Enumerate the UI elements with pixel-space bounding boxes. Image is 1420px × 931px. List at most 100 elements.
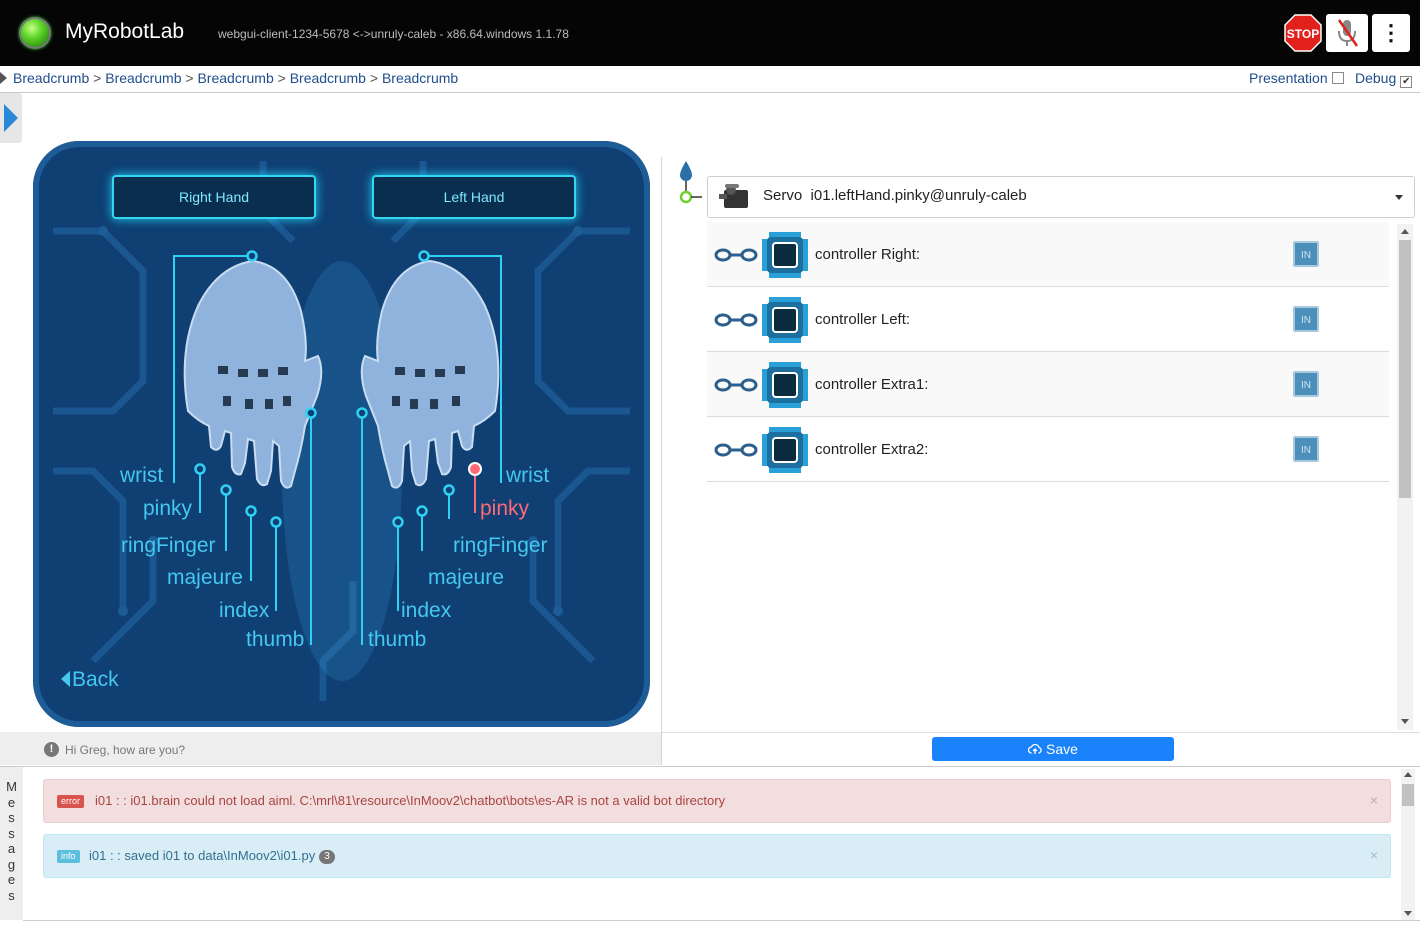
right-wrist-label[interactable]: wrist: [120, 464, 164, 487]
cloud-upload-icon: [1027, 743, 1042, 754]
scroll-down-icon[interactable]: [1404, 911, 1412, 916]
presentation-checkbox[interactable]: [1331, 72, 1344, 84]
app-title: MyRobotLab: [65, 20, 185, 43]
list-item: controller Left: IN: [707, 287, 1389, 352]
tab-letter: e: [7, 794, 16, 810]
back-button[interactable]: Back: [61, 668, 119, 692]
controller-label: controller Right:: [815, 246, 921, 263]
hand-selector-panel: Right Hand Left Hand wrist pinky ringFin…: [33, 141, 650, 727]
tab-letter: g: [7, 856, 16, 872]
info-message: info i01 : : saved i01 to data\InMoov2\i…: [43, 834, 1391, 878]
info-badge: info: [57, 850, 80, 863]
debug-toggle[interactable]: Debug✔: [1355, 70, 1413, 88]
breadcrumb-separator: >: [185, 70, 194, 86]
save-button[interactable]: Save: [932, 737, 1174, 761]
controller-list: controller Right: IN controller Left: IN…: [707, 222, 1389, 482]
breadcrumb-item[interactable]: Breadcrumb: [197, 70, 274, 86]
left-majeure-label[interactable]: majeure: [428, 566, 504, 589]
message-text: i01 : : i01.brain could not load aiml. C…: [95, 793, 726, 808]
bottom-divider: [23, 920, 1420, 921]
chat-bar: [0, 732, 661, 765]
error-message: error i01 : : i01.brain could not load a…: [43, 779, 1391, 823]
left-hand-image: [360, 259, 500, 489]
close-icon[interactable]: ×: [1369, 847, 1378, 863]
stop-button[interactable]: STOP: [1284, 14, 1322, 52]
messages-tab[interactable]: M e s s a g e s: [0, 767, 23, 920]
chip-icon: [762, 297, 808, 343]
servo-type-label: Servo: [763, 187, 803, 204]
debug-checkbox[interactable]: ✔: [1400, 76, 1413, 88]
messages-scrollbar[interactable]: [1401, 769, 1415, 920]
link-icon[interactable]: [714, 312, 758, 328]
controller-in-button[interactable]: IN: [1293, 306, 1319, 332]
right-majeure-label[interactable]: majeure: [167, 566, 243, 589]
status-indicator-icon[interactable]: [19, 17, 51, 49]
presentation-label: Presentation: [1249, 70, 1328, 86]
scroll-up-icon[interactable]: [1401, 229, 1409, 234]
left-thumb-label[interactable]: thumb: [368, 628, 427, 651]
servo-motor-icon: [719, 184, 748, 208]
mic-muted-icon: [1337, 19, 1359, 47]
left-ringfinger-label[interactable]: ringFinger: [453, 534, 548, 557]
alert-icon: !: [44, 742, 59, 757]
link-icon[interactable]: [714, 442, 758, 458]
connection-info: webgui-client-1234-5678 <->unruly-caleb …: [218, 27, 569, 41]
breadcrumb-separator: >: [277, 70, 286, 86]
right-pinky-label[interactable]: pinky: [143, 497, 193, 520]
error-badge: error: [57, 795, 85, 808]
left-pinky-label[interactable]: pinky: [480, 497, 530, 520]
scroll-down-icon[interactable]: [1401, 719, 1409, 724]
breadcrumb-separator: >: [93, 70, 102, 86]
right-hand-button[interactable]: Right Hand: [112, 175, 316, 219]
scroll-up-icon[interactable]: [1404, 772, 1412, 777]
right-ringfinger-label[interactable]: ringFinger: [121, 534, 216, 557]
left-wrist-label[interactable]: wrist: [506, 464, 550, 487]
list-item: controller Extra2: IN: [707, 417, 1389, 482]
more-menu-button[interactable]: ⋮: [1372, 14, 1410, 52]
chip-icon: [762, 427, 808, 473]
right-index-label[interactable]: index: [219, 599, 270, 622]
back-label: Back: [72, 668, 119, 691]
breadcrumb: Breadcrumb > Breadcrumb > Breadcrumb > B…: [13, 70, 458, 86]
debug-label: Debug: [1355, 70, 1397, 86]
chip-icon: [762, 232, 808, 278]
right-thumb-label[interactable]: thumb: [246, 628, 305, 651]
controller-in-button[interactable]: IN: [1293, 371, 1319, 397]
tab-letter: s: [8, 810, 15, 825]
breadcrumb-arrow-icon: [0, 72, 7, 84]
breadcrumb-item[interactable]: Breadcrumb: [289, 70, 366, 86]
mute-mic-button[interactable]: [1326, 14, 1368, 52]
breadcrumb-item[interactable]: Breadcrumb: [13, 70, 90, 86]
left-hand-button[interactable]: Left Hand: [372, 175, 576, 219]
controller-in-button[interactable]: IN: [1293, 436, 1319, 462]
hands-illustration: [53, 161, 630, 701]
breadcrumb-bar: Breadcrumb > Breadcrumb > Breadcrumb > B…: [0, 66, 1420, 93]
presentation-toggle[interactable]: Presentation: [1249, 70, 1344, 86]
link-icon[interactable]: [714, 377, 758, 393]
breadcrumb-item[interactable]: Breadcrumb: [381, 70, 459, 86]
left-index-label[interactable]: index: [401, 599, 452, 622]
scrollbar-thumb[interactable]: [1402, 784, 1414, 806]
servo-select-dropdown[interactable]: [707, 176, 1415, 218]
controller-label: controller Extra1:: [815, 376, 929, 393]
top-bar: [0, 0, 1420, 66]
tab-letter: e: [7, 872, 16, 887]
expand-arrow-icon: [4, 104, 18, 132]
chip-icon: [762, 362, 808, 408]
controller-label: controller Left:: [815, 311, 911, 328]
servo-connection-icon[interactable]: [676, 159, 702, 207]
tab-letter: a: [7, 841, 16, 856]
close-icon[interactable]: ×: [1369, 792, 1378, 808]
controller-label: controller Extra2:: [815, 441, 929, 458]
tab-letter: M: [6, 779, 17, 794]
panel-divider: [661, 157, 662, 765]
chevron-down-icon[interactable]: [1395, 195, 1403, 200]
servo-name: i01.leftHand.pinky@unruly-caleb: [810, 187, 1027, 204]
controller-in-button[interactable]: IN: [1293, 241, 1319, 267]
breadcrumb-separator: >: [369, 70, 379, 86]
list-item: controller Right: IN: [707, 222, 1389, 287]
back-arrow-icon: [61, 671, 70, 687]
link-icon[interactable]: [714, 247, 758, 263]
scrollbar-thumb[interactable]: [1399, 240, 1411, 498]
breadcrumb-item[interactable]: Breadcrumb: [105, 70, 182, 86]
